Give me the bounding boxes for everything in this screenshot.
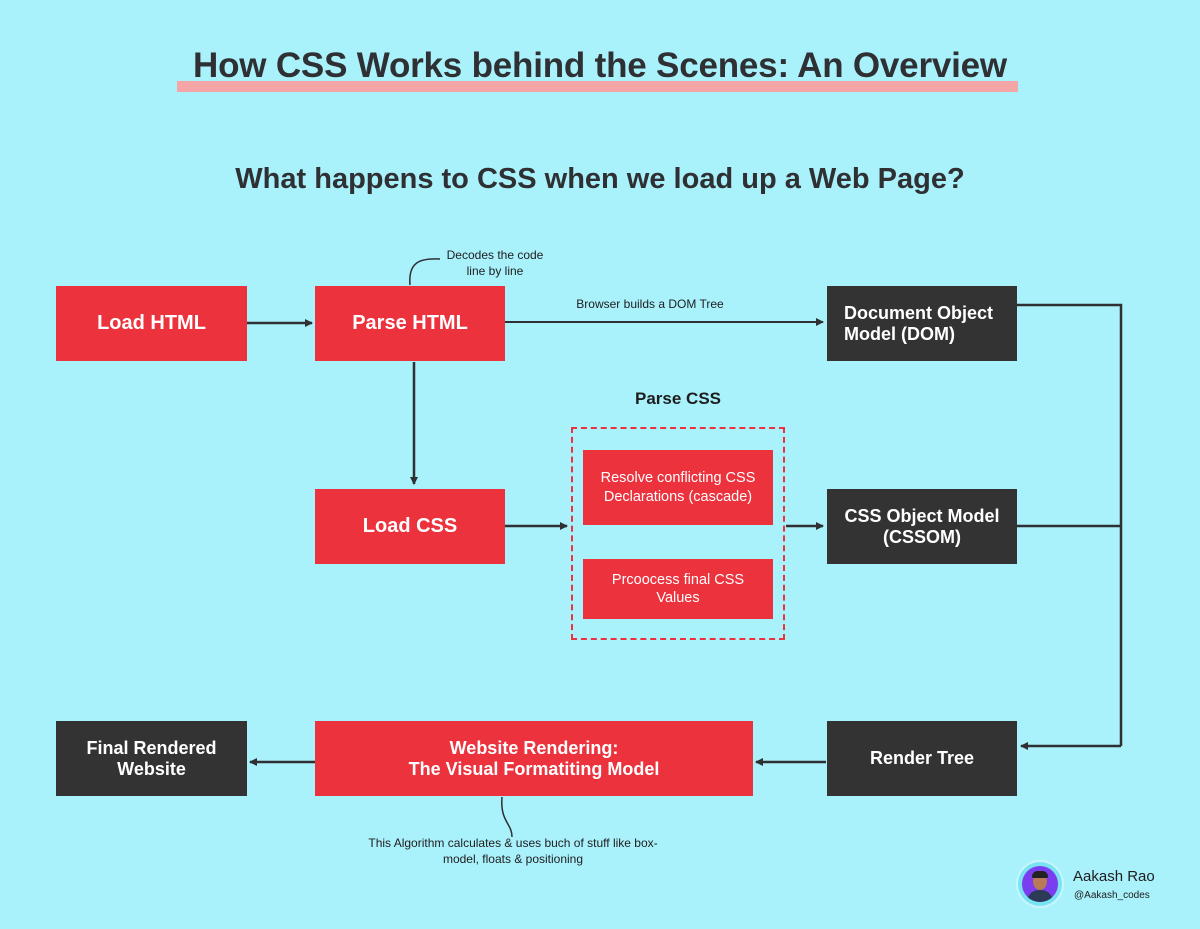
parse-css-group-label: Parse CSS <box>635 389 721 408</box>
algorithm-note: This Algorithm calculates & uses buch of… <box>368 836 658 866</box>
load-html-label: Load HTML <box>97 312 206 334</box>
parse-html-node: Parse HTML <box>315 286 505 361</box>
title-underline <box>177 81 1018 92</box>
dom-tree-note: Browser builds a DOM Tree <box>576 297 724 311</box>
decodes-note: Decodes the code line by line <box>446 248 544 278</box>
callout-decodes <box>409 258 441 286</box>
render-tree-node: Render Tree <box>827 721 1017 796</box>
cssom-label: CSS Object Model (CSSOM) <box>844 505 1000 547</box>
parse-css-group <box>571 427 785 640</box>
website-rendering-node: Website Rendering: The Visual Formatitin… <box>315 721 753 796</box>
resolve-conflicts-label: Resolve conflicting CSS Declarations (ca… <box>600 470 756 505</box>
resolve-conflicts-node: Resolve conflicting CSS Declarations (ca… <box>583 450 773 525</box>
author-avatar <box>1018 862 1062 906</box>
dom-node: Document Object Model (DOM) <box>827 286 1017 361</box>
process-values-node: Prcoocess final CSS Values <box>583 559 773 619</box>
page-title: How CSS Works behind the Scenes: An Over… <box>193 46 1007 85</box>
avatar-portrait <box>1022 866 1058 902</box>
dom-label: Document Object Model (DOM) <box>844 302 994 344</box>
website-rendering-label-line1: Website Rendering: <box>449 737 619 758</box>
load-css-label: Load CSS <box>362 515 458 537</box>
avatar-body <box>1027 890 1053 902</box>
cssom-node: CSS Object Model (CSSOM) <box>827 489 1017 564</box>
render-tree-label: Render Tree <box>869 748 975 769</box>
website-rendering-label-line2: The Visual Formatiting Model <box>408 758 660 779</box>
process-values-label: Prcoocess final CSS Values <box>611 571 745 606</box>
load-html-node: Load HTML <box>56 286 247 361</box>
avatar-hair <box>1032 871 1048 878</box>
parse-html-label: Parse HTML <box>352 312 468 334</box>
title-container: How CSS Works behind the Scenes: An Over… <box>0 46 1200 86</box>
final-website-label: Final Rendered Website <box>86 737 217 779</box>
author-name: Aakash Rao <box>1073 868 1155 885</box>
page-subtitle: What happens to CSS when we load up a We… <box>235 163 965 195</box>
final-website-node: Final Rendered Website <box>56 721 247 796</box>
callout-algorithm <box>501 796 513 838</box>
author-handle: @Aakash_codes <box>1074 890 1150 901</box>
load-css-node: Load CSS <box>315 489 505 564</box>
connector-dom-to-rail <box>1017 303 1123 746</box>
